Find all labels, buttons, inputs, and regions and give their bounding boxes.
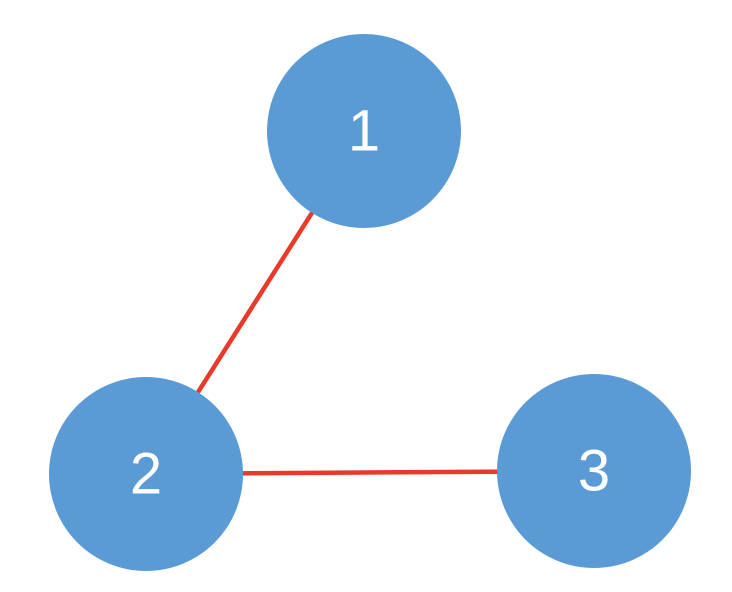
node-1[interactable]	[267, 34, 461, 228]
node-2[interactable]	[49, 377, 243, 571]
node-label-1: 1	[348, 99, 380, 164]
node-label-3: 3	[578, 439, 610, 504]
node-3[interactable]	[497, 374, 691, 568]
node-label-2: 2	[130, 442, 162, 507]
